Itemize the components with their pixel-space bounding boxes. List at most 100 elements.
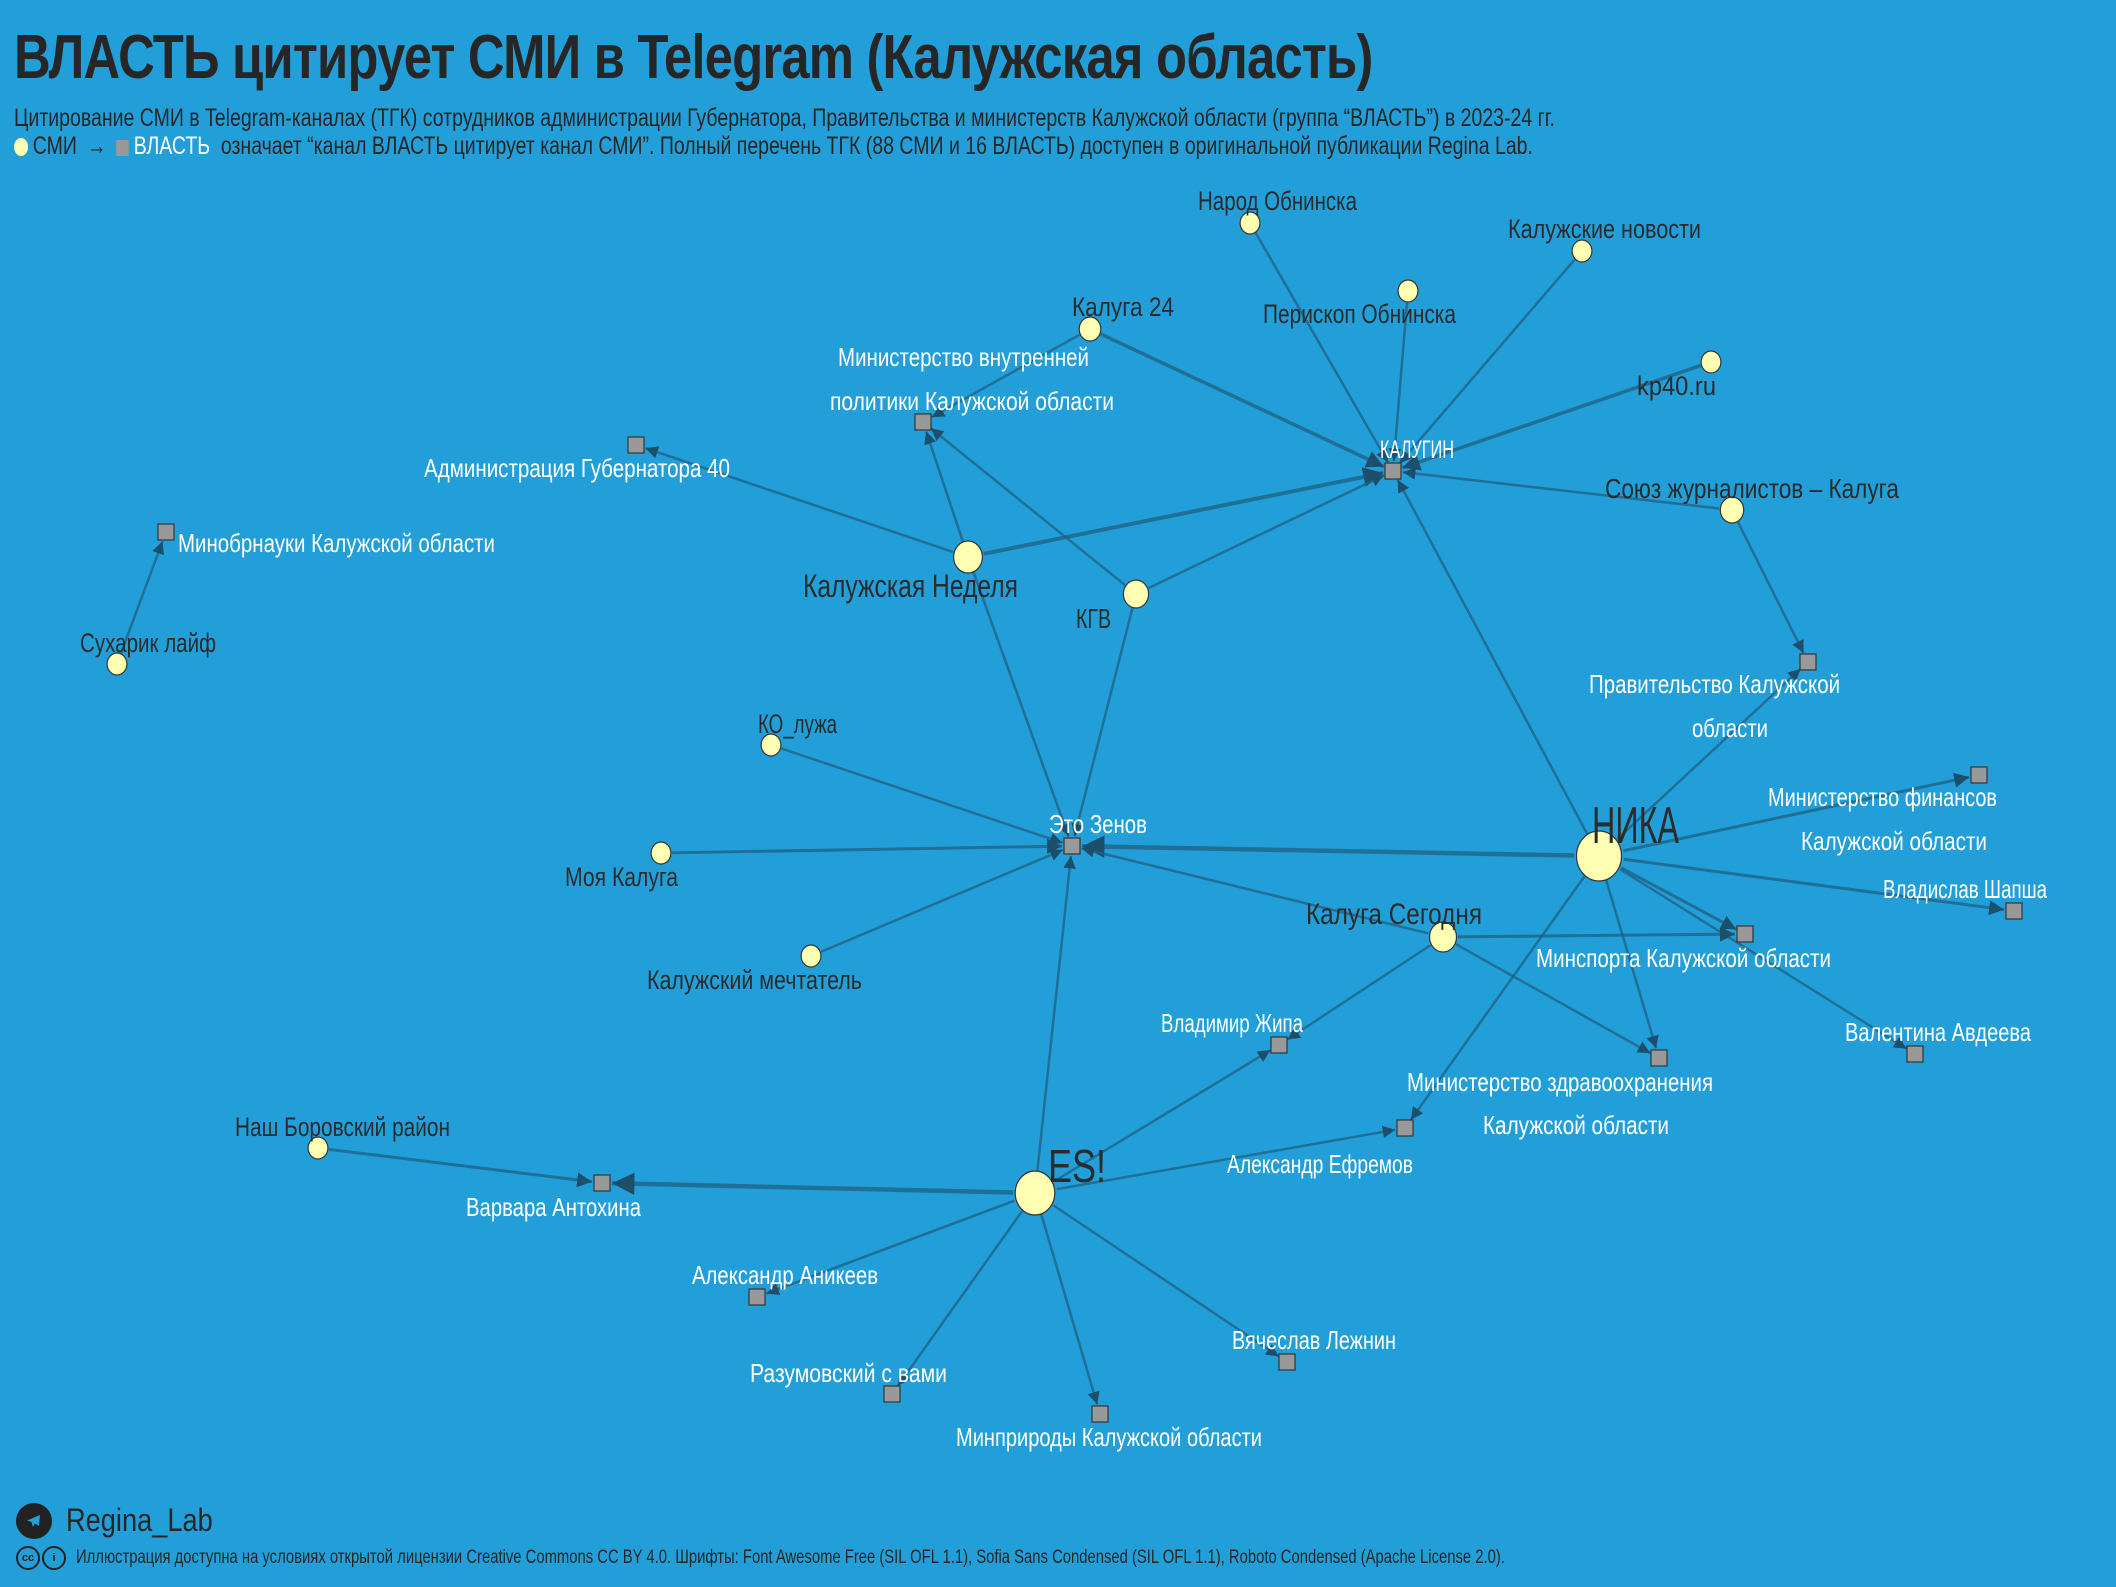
smi-node-kaluga24[interactable]	[1078, 316, 1102, 342]
edge-nika-minfin	[1623, 772, 1970, 853]
edge-mechtatel-zenov	[820, 848, 1064, 953]
node-label-minobr: Минобрнауки Калужской области	[178, 528, 495, 558]
vlast-node-anikeev[interactable]	[748, 1288, 766, 1306]
vlast-node-lezhnin[interactable]	[1278, 1353, 1296, 1371]
legend: СМИ → ВЛАСТЬ означает “канал ВЛАСТЬ цити…	[14, 132, 1533, 161]
smi-node-kalseg[interactable]	[1428, 921, 1458, 953]
edge-koluzha-zenov	[781, 747, 1063, 845]
vlast-node-avdeeva[interactable]	[1906, 1045, 1924, 1063]
smi-node-nika[interactable]	[1575, 830, 1623, 882]
node-label-minvnutr: Министерство внутренней	[838, 342, 1089, 372]
legend-vlast-label: ВЛАСТЬ	[133, 132, 211, 160]
vlast-node-minsport[interactable]	[1736, 925, 1754, 943]
legend-explanation: означает “канал ВЛАСТЬ цитирует канал СМ…	[220, 132, 1533, 160]
node-label-kalseg: Калуга Сегодня	[1306, 898, 1482, 931]
edge-kalseg-zenov	[1081, 845, 1429, 935]
edge-kalseg-minzdrav	[1455, 943, 1651, 1055]
edge-soyuz-kalugin	[1402, 467, 1720, 510]
edge-narod-kalugin	[1254, 231, 1390, 463]
smi-circle-icon	[14, 138, 29, 156]
node-label-lezhnin: Вячеслав Лежнин	[1232, 1325, 1396, 1355]
vlast-node-pravit[interactable]	[1799, 653, 1817, 671]
vlast-node-efremov[interactable]	[1396, 1119, 1414, 1137]
vlast-node-minfin[interactable]	[1970, 766, 1988, 784]
node-label-minzdrav: Калужской области	[1483, 1110, 1669, 1140]
edge-soyuz-pravit	[1736, 521, 1805, 654]
smi-node-borovsk[interactable]	[307, 1136, 329, 1160]
smi-node-periskop[interactable]	[1397, 279, 1419, 303]
smi-node-sukharik[interactable]	[106, 652, 128, 676]
edge-nika-zenov	[1081, 835, 1575, 858]
edge-kaluga24-minvnutr	[931, 333, 1081, 419]
node-label-anikeev: Александр Аникеев	[692, 1260, 878, 1290]
edge-kaluga24-kalugin	[1100, 332, 1385, 469]
edge-borovsk-antokhina	[328, 1147, 593, 1188]
node-label-antokhina: Варвара Антохина	[466, 1192, 641, 1222]
smi-node-kgv[interactable]	[1122, 579, 1150, 609]
node-label-kalugin: КАЛУГИН	[1380, 436, 1454, 464]
node-label-efremov: Александр Ефремов	[1227, 1149, 1413, 1179]
node-label-zhipa: Владимир Жипа	[1161, 1008, 1303, 1038]
vlast-node-minobr[interactable]	[157, 523, 175, 541]
edge-kgv-kalugin	[1148, 474, 1385, 590]
footer-brand: Regina_Lab	[16, 1502, 239, 1539]
nodes-layer	[106, 211, 2023, 1423]
edge-es-zenov	[1036, 855, 1076, 1172]
smi-node-koluzha[interactable]	[760, 733, 782, 757]
node-label-moyakaluga: Моя Калуга	[565, 862, 679, 892]
edge-sukharik-minobr	[119, 540, 165, 655]
vlast-square-icon	[116, 140, 130, 156]
vlast-node-shapsha[interactable]	[2005, 902, 2023, 920]
edge-es-efremov	[1056, 1125, 1396, 1191]
edge-nika-minsport	[1620, 866, 1737, 931]
node-label-pravit: Правительство Калужской	[1589, 669, 1840, 699]
vlast-node-zhipa[interactable]	[1270, 1036, 1288, 1054]
node-label-narod: Народ Обнинска	[1198, 186, 1358, 216]
page-title: ВЛАСТЬ цитирует СМИ в Telegram (Калужска…	[14, 23, 1373, 92]
edge-nika-pravit	[1616, 667, 1802, 840]
smi-node-mechtatel[interactable]	[800, 944, 822, 968]
edges-layer	[119, 231, 2005, 1405]
vlast-node-kalugin[interactable]	[1384, 462, 1402, 480]
edge-es-minprirody	[1040, 1213, 1100, 1405]
vlast-node-antokhina[interactable]	[593, 1174, 611, 1192]
node-label-adm40: Администрация Губернатора 40	[424, 453, 730, 483]
edge-periskop-kalugin	[1388, 301, 1409, 462]
vlast-node-zenov[interactable]	[1063, 837, 1081, 855]
edge-kp40-kalugin	[1401, 363, 1702, 471]
node-label-borovsk: Наш Боровский район	[235, 1112, 450, 1142]
edge-kalseg-minsport	[1457, 926, 1736, 942]
node-label-minvnutr: политики Калужской области	[830, 386, 1114, 416]
footer-license: cc i Иллюстрация доступна на условиях от…	[16, 1546, 1908, 1570]
edge-kalseg-zhipa	[1286, 944, 1432, 1041]
edge-es-razumovsky	[896, 1210, 1024, 1387]
smi-node-moyakaluga[interactable]	[650, 841, 672, 865]
vlast-node-razumovsky[interactable]	[883, 1385, 901, 1403]
edge-es-antokhina	[611, 1172, 1014, 1195]
node-label-avdeeva: Валентина Авдеева	[1845, 1017, 2031, 1047]
edge-kalned-zenov	[972, 571, 1071, 838]
node-label-soyuz: Союз журналистов – Калуга	[1605, 473, 1899, 504]
vlast-node-minvnutr[interactable]	[914, 413, 932, 431]
node-label-periskop: Перископ Обнинска	[1263, 299, 1457, 329]
node-label-razumovsky: Разумовский с вами	[750, 1358, 947, 1388]
smi-node-narod[interactable]	[1239, 211, 1261, 235]
smi-node-kp40[interactable]	[1700, 350, 1722, 374]
node-label-zenov: Это Зенов	[1049, 809, 1147, 839]
arrow-icon: →	[86, 132, 107, 160]
smi-node-kalnov[interactable]	[1571, 239, 1593, 263]
smi-node-es[interactable]	[1014, 1170, 1056, 1216]
node-label-nika: НИКА	[1592, 797, 1679, 855]
smi-node-soyuz[interactable]	[1719, 496, 1745, 524]
edge-kgv-zenov	[1071, 607, 1134, 837]
vlast-node-minzdrav[interactable]	[1650, 1049, 1668, 1067]
edge-nika-kalugin	[1396, 479, 1589, 835]
brand-name[interactable]: Regina_Lab	[66, 1502, 213, 1538]
vlast-node-minprirody[interactable]	[1091, 1405, 1109, 1423]
by-icon: i	[42, 1546, 66, 1570]
vlast-node-adm40[interactable]	[627, 436, 645, 454]
smi-node-kalned[interactable]	[952, 540, 983, 574]
node-label-kgv: КГВ	[1076, 603, 1111, 634]
node-label-kaluga24: Калуга 24	[1072, 292, 1174, 322]
